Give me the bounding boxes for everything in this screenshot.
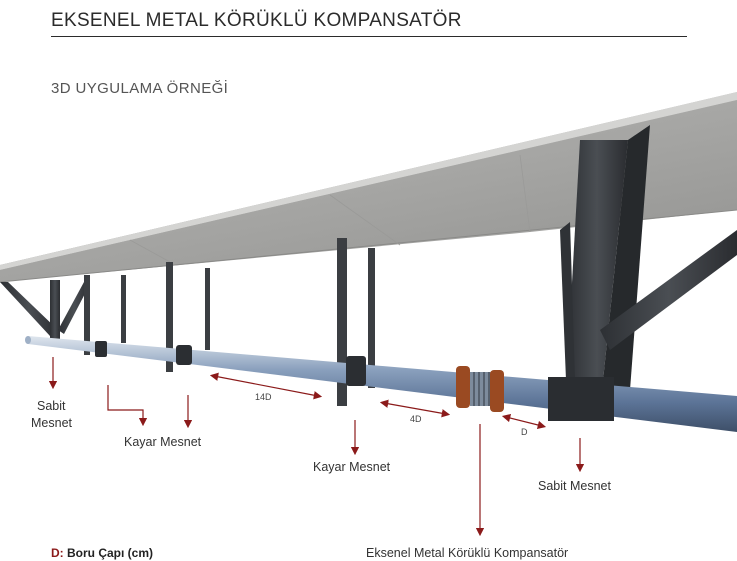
legend-text: Boru Çapı (cm) (64, 546, 153, 560)
dimension-4d (384, 403, 446, 414)
label-sabit-mesnet-left-1: Sabit (37, 399, 66, 413)
label-sabit-mesnet-right: Sabit Mesnet (538, 479, 611, 493)
label-kayar-mesnet-left: Kayar Mesnet (124, 435, 201, 449)
bellows-compensator (456, 366, 504, 412)
legend: D: Boru Çapı (cm) (51, 546, 153, 560)
dimension-d (506, 417, 542, 426)
label-sabit-mesnet-left-2: Mesnet (31, 416, 72, 430)
label-kayar-mesnet-mid: Kayar Mesnet (313, 460, 390, 474)
dimension-14d-label: 14D (255, 392, 272, 402)
dimension-4d-label: 4D (410, 414, 422, 424)
left-bracket (0, 280, 90, 340)
dimension-d-label: D (521, 427, 528, 437)
label-compensator: Eksenel Metal Körüklü Kompansatör (366, 546, 568, 560)
legend-key: D: (51, 546, 64, 560)
